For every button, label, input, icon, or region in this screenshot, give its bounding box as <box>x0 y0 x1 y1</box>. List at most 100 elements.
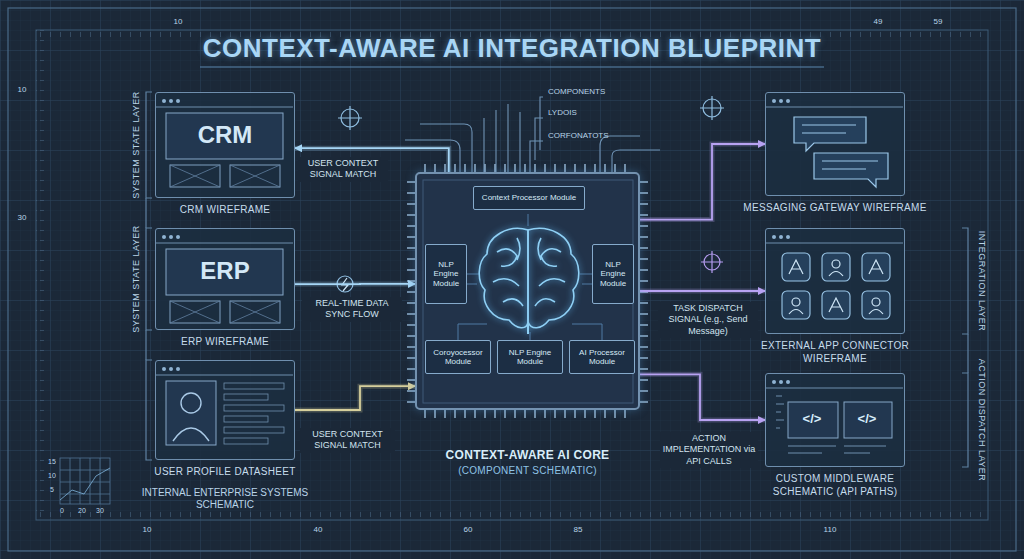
system-name: CRM <box>156 123 294 147</box>
chip-pins <box>407 164 648 418</box>
line-art <box>405 140 460 172</box>
apps-illustration <box>766 229 903 332</box>
axis-number: 20 <box>78 507 86 515</box>
line-art <box>766 388 903 389</box>
line-art <box>788 402 838 438</box>
line-art <box>176 99 180 103</box>
chip-pin <box>454 410 456 418</box>
processor-module: AI Processor Module <box>569 340 635 374</box>
caption-group: CUSTOM MIDDLEWARE SCHEMATIC (API PATHS) <box>760 472 910 498</box>
caption-group: USER PROFILE DATASHEET <box>140 465 310 478</box>
processor-module: Coroyocessor Module <box>425 340 491 374</box>
line-art <box>829 298 843 312</box>
system-name: ERP <box>156 259 294 283</box>
line-art <box>224 394 268 400</box>
mini-chart <box>60 458 110 504</box>
line-art <box>789 260 803 274</box>
caption-group: ERP WIREFRAME <box>145 335 305 348</box>
chip-pin <box>407 181 415 183</box>
chip-pin <box>434 164 436 172</box>
line-art <box>169 367 173 371</box>
layer-label: SYSTEM STATE LAYER <box>131 225 142 333</box>
chip-pin <box>640 225 648 227</box>
chip-pin <box>640 401 648 403</box>
chip-pin <box>524 410 526 418</box>
chip-pin <box>454 164 456 172</box>
caption-group: CONTEXT-AWARE AI CORE(COMPONENT SCHEMATI… <box>408 448 648 477</box>
ruler-number: 10 <box>143 525 152 535</box>
chip-pin <box>444 164 446 172</box>
messaging-wireframe: MESSAGING GATEWAY WIREFRAME <box>765 92 905 196</box>
schematic-caption: INTERNAL ENTERPRISE SYSTEMS SCHEMATIC <box>138 487 313 511</box>
line-art <box>822 161 878 169</box>
chip-pin <box>407 346 415 348</box>
edge-label: REAL-TIME DATA SYNC FLOW <box>302 297 402 322</box>
processor-module: NLP Engine Module <box>592 244 634 304</box>
line-art <box>173 428 209 441</box>
line-art <box>230 165 280 187</box>
msg-illustration <box>766 93 903 194</box>
caption-group: EXTERNAL APP CONNECTOR WIREFRAME <box>760 339 910 365</box>
line-art <box>772 99 776 103</box>
chip-pin <box>407 357 415 359</box>
line-art <box>224 383 284 389</box>
line-art <box>162 235 166 239</box>
module-label: NLP Engine Module <box>596 260 630 288</box>
chip-pin <box>604 164 606 172</box>
middleware-schematic: CUSTOM MIDDLEWARE SCHEMATIC (API PATHS) <box>765 373 905 467</box>
chip-pin <box>640 313 648 315</box>
inner-frame <box>36 30 988 520</box>
layer-label: INTEGRATION LAYER <box>977 231 988 332</box>
box-caption: (COMPONENT SCHEMATIC) <box>408 464 648 477</box>
chip-pin <box>640 357 648 359</box>
line-art <box>162 99 166 103</box>
module-label: NLP Engine Module <box>429 260 463 288</box>
ruler-number: 40 <box>314 525 323 535</box>
module-label: NLP Engine Module <box>501 348 559 366</box>
chip-pin <box>614 164 616 172</box>
app-connector-wireframe: EXTERNAL APP CONNECTOR WIREFRAME <box>765 228 905 334</box>
chip-pin <box>640 236 648 238</box>
line-art <box>519 112 520 172</box>
line-art <box>535 238 565 306</box>
line-art <box>862 291 890 319</box>
chip-pin <box>407 269 415 271</box>
chip-pin <box>640 247 648 249</box>
line-art <box>60 458 110 504</box>
edge-label: USER CONTEXT SIGNAL MATCH <box>298 157 388 182</box>
chip-pin <box>564 410 566 418</box>
line-art <box>792 298 800 306</box>
chip-pin <box>494 164 496 172</box>
line-art <box>540 97 543 150</box>
chip-pin <box>640 302 648 304</box>
line-art <box>230 301 280 323</box>
chip-pin <box>407 401 415 403</box>
line-art <box>802 125 856 133</box>
chip-pin <box>640 258 648 260</box>
chip-pin <box>407 247 415 249</box>
chip-pin <box>407 192 415 194</box>
chip-pin <box>584 164 586 172</box>
line-art <box>467 274 592 284</box>
line-art <box>862 253 890 281</box>
processor-module: NLP Engine Module <box>425 244 467 304</box>
connector-glow <box>640 374 765 420</box>
chip-pin <box>640 269 648 271</box>
chip-pin <box>407 390 415 392</box>
layer-brackets <box>146 92 968 467</box>
line-art <box>507 104 508 172</box>
caption-group: MESSAGING GATEWAY WIREFRAME <box>740 201 930 214</box>
chip-pin <box>504 164 506 172</box>
line-art <box>224 427 284 433</box>
box-caption: ERP WIREFRAME <box>145 335 305 348</box>
connector-glow <box>295 281 415 286</box>
line-art <box>822 291 850 319</box>
line-art <box>181 393 201 413</box>
module-label: AI Processor Module <box>573 348 631 366</box>
line-art <box>779 99 783 103</box>
module-label: Coroyocessor Module <box>429 348 487 366</box>
chip-pin <box>554 410 556 418</box>
line-art <box>169 99 173 103</box>
chip-pin <box>407 335 415 337</box>
